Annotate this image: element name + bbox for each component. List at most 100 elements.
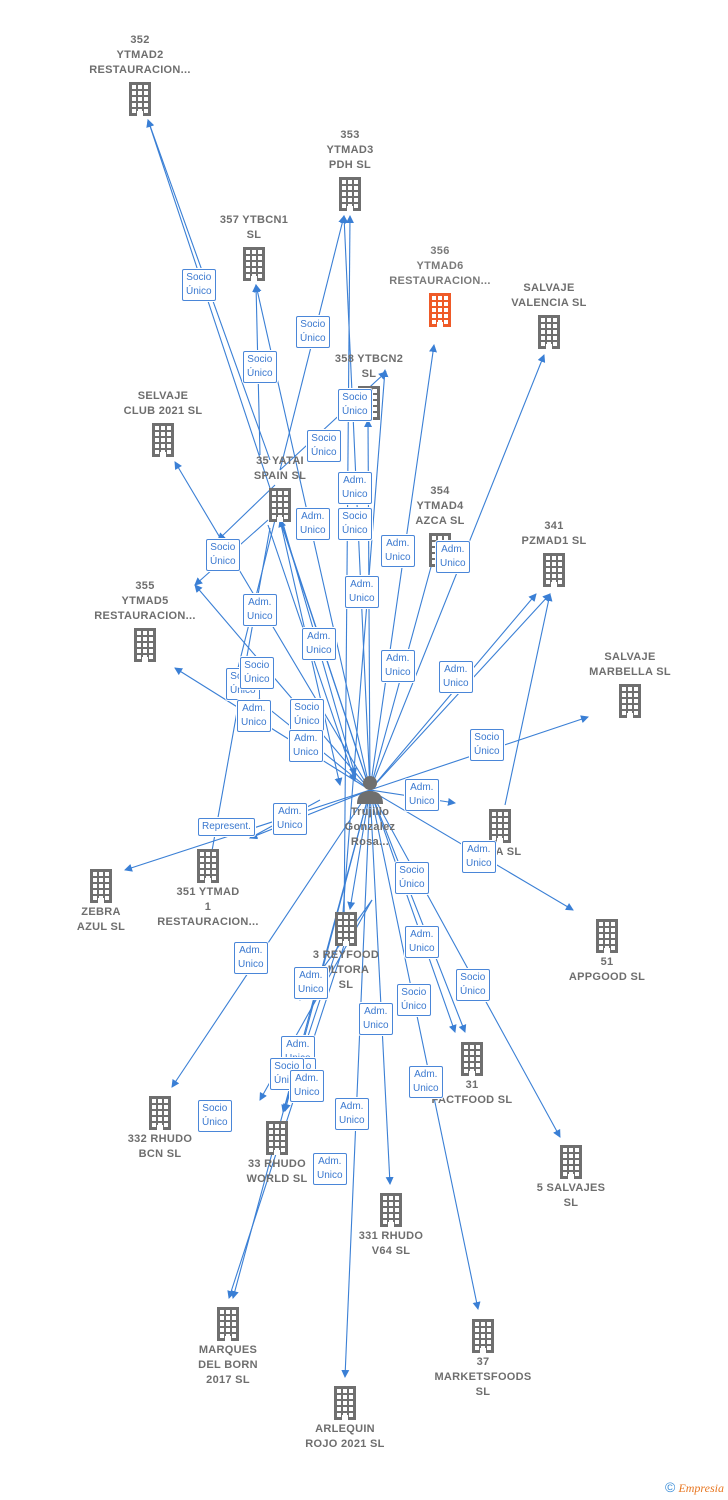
role-badge-adm-unico[interactable]: Adm. Unico [462, 841, 496, 873]
role-badge-adm-unico[interactable]: Adm. Unico [243, 594, 277, 626]
company-label: 341 PZMAD1 SL [521, 520, 587, 547]
role-badge-adm-unico[interactable]: Adm. Unico [335, 1098, 369, 1130]
company-node-factfood[interactable]: 31 FACTFOOD SL [407, 1042, 537, 1108]
role-badge-adm-unico[interactable]: Adm. Unico [439, 661, 473, 693]
edge-line [369, 789, 467, 1033]
company-label: 3 REYFOOD ULTORA SL [312, 949, 380, 991]
building-icon [266, 1121, 288, 1155]
role-badge-adm-unico[interactable]: Adm. Unico [338, 472, 372, 504]
role-badge-socio-unico[interactable]: Socio Único [198, 1100, 232, 1132]
building-icon [380, 1193, 402, 1227]
building-icon [619, 684, 641, 718]
company-label: 51 APPGOOD SL [568, 956, 646, 983]
person-node[interactable]: Trujillo Gonzalez Rosa... [305, 773, 435, 850]
role-badge-adm-unico[interactable]: Adm. Unico [302, 628, 336, 660]
company-node-ymad3[interactable]: 353 YTMAD3 PDH SL [285, 128, 415, 211]
building-icon [217, 1307, 239, 1341]
building-icon [543, 553, 565, 587]
edge-line [249, 789, 371, 840]
company-node-ymad6[interactable]: 356 YTMAD6 RESTAURACION... [375, 244, 505, 327]
company-node-yatai[interactable]: 35 YATAI SPAIN SL [215, 454, 345, 522]
company-node-appgood[interactable]: 51 APPGOOD SL [542, 919, 672, 985]
role-badge-socio-unico[interactable]: Socio Único [397, 984, 431, 1016]
role-badge-socio-unico[interactable]: Socio Único [395, 862, 429, 894]
building-icon [334, 1386, 356, 1420]
copyright-symbol: © [665, 1479, 676, 1495]
edge-line [343, 215, 354, 931]
role-badge-adm-unico[interactable]: Adm. Unico [234, 942, 268, 974]
role-badge-adm-unico[interactable]: Adm. Unico [436, 541, 470, 573]
role-badge-socio-unico[interactable]: Socio Único [470, 729, 504, 761]
company-node-marques[interactable]: MARQUES DEL BORN 2017 SL [163, 1307, 293, 1388]
edge-line [369, 789, 561, 1138]
role-badge-adm-unico[interactable]: Adm. Unico [313, 1153, 347, 1185]
company-node-zebra[interactable]: ZEBRA AZUL SL [36, 869, 166, 935]
role-badge-socio-unico[interactable]: Socio Único [243, 351, 277, 383]
company-node-ymad2[interactable]: 352 YTMAD2 RESTAURACION... [75, 33, 205, 116]
role-badge-socio-unico[interactable]: Socio Único [240, 657, 274, 689]
company-node-selvaje-club[interactable]: SELVAJE CLUB 2021 SL [98, 389, 228, 457]
company-node-ytbcn1[interactable]: 357 YTBCN1 SL [189, 213, 319, 281]
role-badge-socio-unico[interactable]: Socio Único [307, 430, 341, 462]
company-label: 5 SALVAJES SL [536, 1182, 606, 1209]
company-label: 357 YTBCN1 SL [219, 214, 289, 241]
role-badge-adm-unico[interactable]: Adm. Unico [405, 926, 439, 958]
company-node-rhudo-bcn[interactable]: 332 RHUDO BCN SL [95, 1096, 225, 1162]
building-icon [134, 628, 156, 662]
company-node-salvaje-marbella[interactable]: SALVAJE MARBELLA SL [565, 650, 695, 718]
company-label: 354 YTMAD4 AZCA SL [415, 485, 465, 527]
company-label: 35 YATAI SPAIN SL [253, 455, 307, 482]
company-label: SALVAJE MARBELLA SL [589, 651, 671, 678]
edge-line [369, 789, 394, 1185]
role-badge-adm-unico[interactable]: Adm. Unico [345, 576, 379, 608]
copyright: © Empresia [665, 1479, 724, 1496]
company-node-rhudo-world[interactable]: 33 RHUDO WORLD SL [212, 1121, 342, 1187]
company-label: P TA SL [478, 846, 522, 858]
role-badge-socio-unico[interactable]: Socio Único [338, 508, 372, 540]
edge-line [369, 789, 457, 1033]
company-label: SALVAJE VALENCIA SL [511, 282, 587, 309]
company-node-ymad1[interactable]: 351 YTMAD 1 RESTAURACION... [143, 849, 273, 930]
edge-line [341, 369, 389, 926]
company-label: 355 YTMAD5 RESTAURACION... [94, 580, 196, 622]
role-badge-adm-unico[interactable]: Adm. Unico [381, 650, 415, 682]
role-badge-adm-unico[interactable]: Adm. Unico [290, 1070, 324, 1102]
role-badge-socio-unico[interactable]: Socio Único [206, 539, 240, 571]
company-node-salvaje-valencia[interactable]: SALVAJE VALENCIA SL [484, 281, 614, 349]
company-node-rhudo-v64[interactable]: 331 RHUDO V64 SL [326, 1193, 456, 1259]
company-node-ymad5[interactable]: 355 YTMAD5 RESTAURACION... [80, 579, 210, 662]
building-icon [197, 849, 219, 883]
role-badge-adm-unico[interactable]: Adm. Unico [237, 700, 271, 732]
company-node-reyfood[interactable]: 3 REYFOOD ULTORA SL [281, 912, 411, 993]
role-badge-socio-unico[interactable]: Socio Único [182, 269, 216, 301]
company-node-pasta[interactable]: P TA SL [435, 809, 565, 860]
role-badge-socio-unico[interactable]: Socio Único [296, 316, 330, 348]
role-badge-adm-unico[interactable]: Adm. Unico [359, 1003, 393, 1035]
company-node-marketsfoods[interactable]: 37 MARKETSFOODS SL [418, 1319, 548, 1400]
building-icon [560, 1145, 582, 1179]
building-icon [472, 1319, 494, 1353]
brand-logo: Empresia [678, 1481, 724, 1495]
role-badge-socio-unico[interactable]: Socio Único [290, 699, 324, 731]
role-badge-adm-unico[interactable]: Adm. Unico [294, 967, 328, 999]
role-badge-adm-unico[interactable]: Adm. Unico [273, 803, 307, 835]
company-node-pzmad1[interactable]: 341 PZMAD1 SL [489, 519, 619, 587]
role-badge-adm-unico[interactable]: Adm. Unico [381, 535, 415, 567]
role-badge-represent[interactable]: Represent. [198, 818, 255, 836]
company-node-salvajes5[interactable]: 5 SALVAJES SL [506, 1145, 636, 1211]
role-badge-socio-unico[interactable]: Socio Único [456, 969, 490, 1001]
company-label: 37 MARKETSFOODS SL [434, 1356, 532, 1398]
company-label: 331 RHUDO V64 SL [358, 1230, 424, 1257]
role-badge-adm-unico[interactable]: Adm. Unico [296, 508, 330, 540]
building-icon [149, 1096, 171, 1130]
building-icon [129, 82, 151, 116]
role-badge-adm-unico[interactable]: Adm. Unico [289, 730, 323, 762]
company-label: ARLEQUIN ROJO 2021 SL [305, 1423, 385, 1450]
role-badge-adm-unico[interactable]: Adm. Unico [409, 1066, 443, 1098]
role-badge-adm-unico[interactable]: Adm. Unico [405, 779, 439, 811]
company-node-arlequin[interactable]: ARLEQUIN ROJO 2021 SL [280, 1386, 410, 1452]
role-badge-socio-unico[interactable]: Socio Único [338, 389, 372, 421]
building-icon [339, 177, 361, 211]
company-label: 352 YTMAD2 RESTAURACION... [89, 34, 191, 76]
building-icon [152, 423, 174, 457]
